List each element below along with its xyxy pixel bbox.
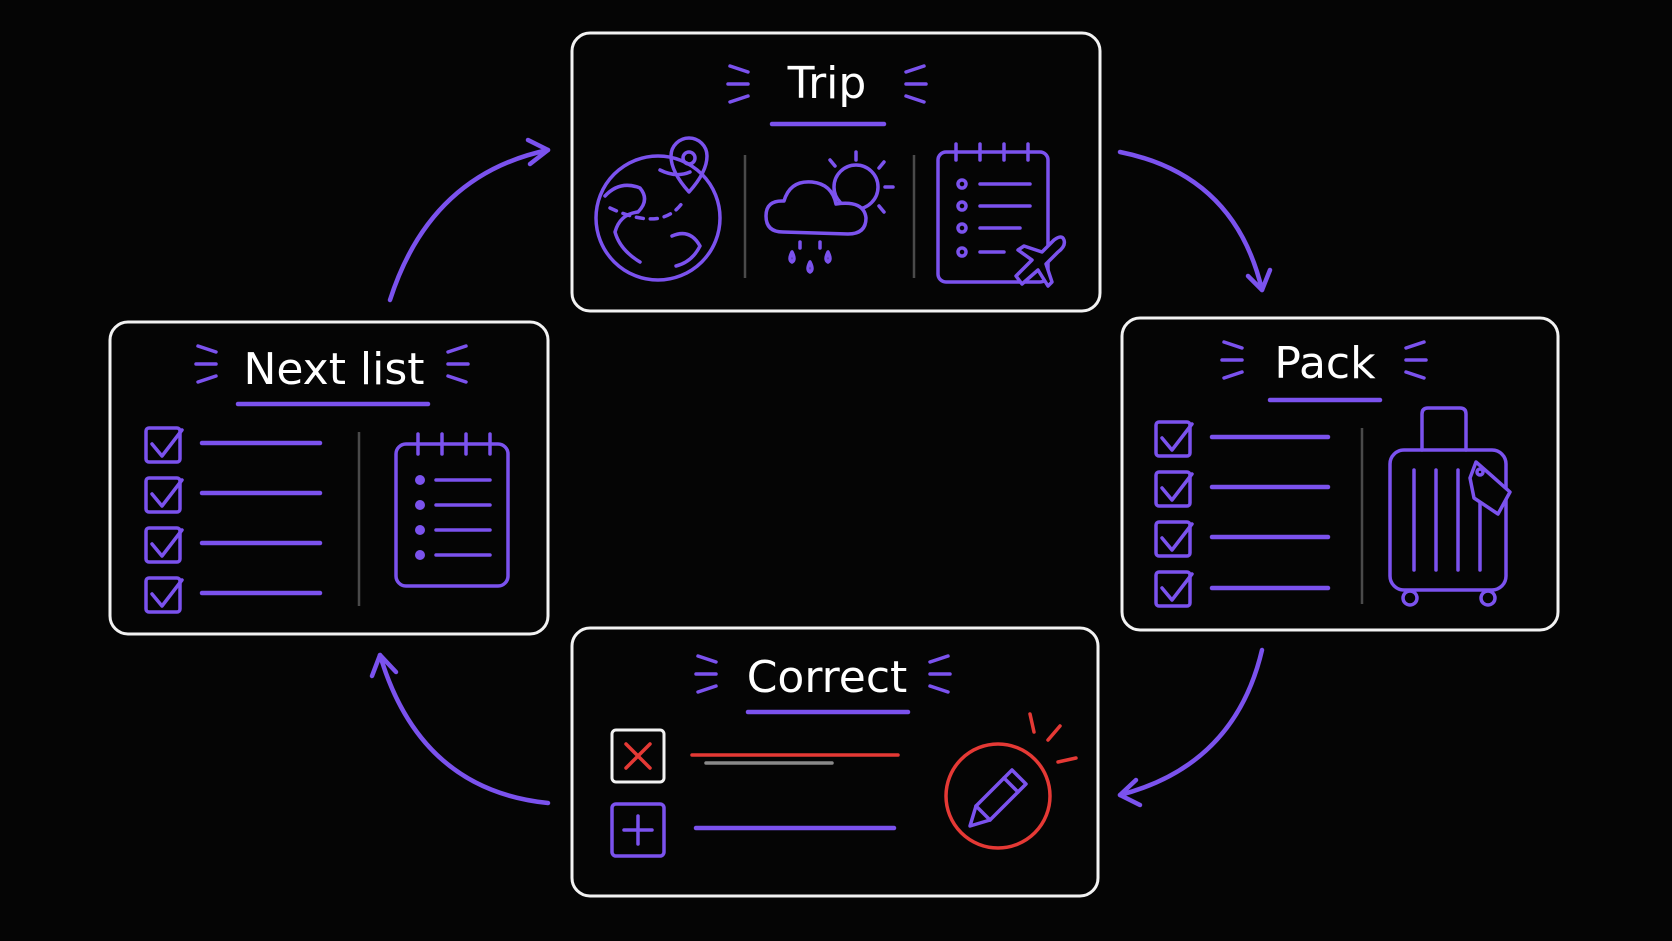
card-trip: Trip [570, 31, 1102, 313]
add-plus-icon [610, 802, 666, 858]
card-pack-title: Pack [1274, 338, 1376, 389]
title-sparks-next-list [194, 344, 470, 384]
title-sparks-trip [726, 64, 928, 104]
suitcase-tag-icon [1388, 406, 1512, 607]
title-sparks-pack [1220, 340, 1428, 380]
card-next-list-title: Next list [243, 344, 424, 395]
card-correct: Correct [570, 626, 1100, 898]
title-sparks-correct [694, 654, 952, 694]
arrow-correct-to-next [377, 652, 551, 806]
card-trip-title: Trip [787, 58, 867, 109]
checklist-plane-icon [936, 142, 1067, 288]
arrow-next-to-trip-head [525, 137, 551, 167]
card-correct-title: Correct [747, 652, 908, 703]
arrow-pack-to-correct [1117, 647, 1265, 798]
remove-x-icon [610, 728, 666, 784]
arrow-correct-to-next-head [369, 652, 399, 679]
globe-pin-icon [594, 136, 722, 282]
arrow-trip-to-pack [1117, 149, 1265, 293]
notepad-list-icon [394, 432, 510, 588]
card-trip-frame [570, 31, 1102, 313]
card-pack: Pack [1120, 316, 1560, 632]
checkbox-list-icon [1154, 420, 1331, 608]
arrow-next-to-trip [387, 147, 551, 303]
arrow-pack-to-correct-head [1117, 777, 1143, 808]
pencil-edit-icon [944, 712, 1078, 850]
card-next-list: Next list [108, 320, 550, 636]
arrow-trip-to-pack-head [1245, 267, 1273, 293]
cycle-arrows [369, 137, 1273, 808]
card-pack-frame [1120, 316, 1560, 632]
checkbox-list-icon [144, 426, 323, 614]
rain-cloud-sun-icon [764, 150, 895, 274]
